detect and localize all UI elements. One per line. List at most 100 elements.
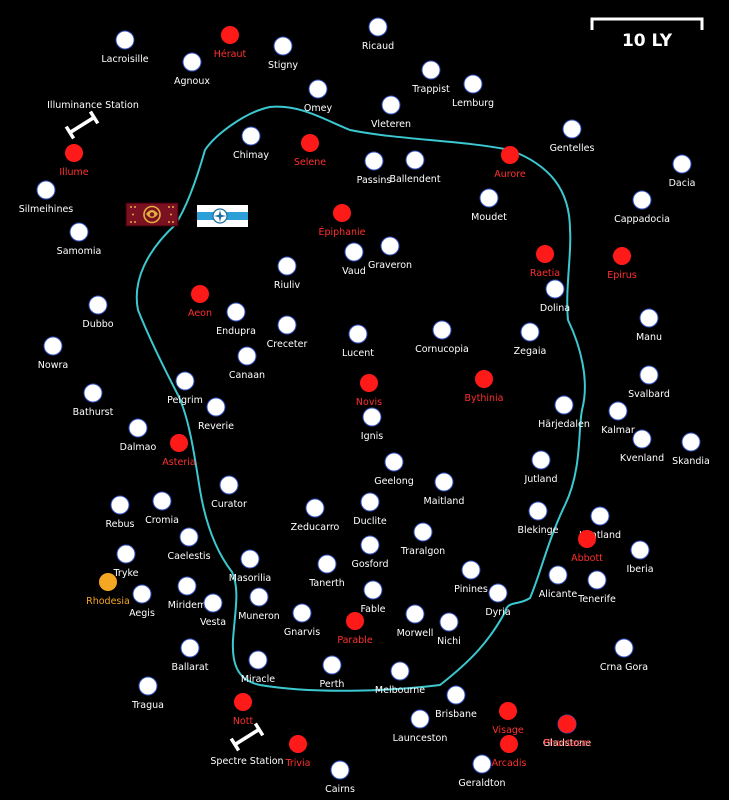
- star-marker[interactable]: [360, 492, 380, 512]
- star-system[interactable]: Blekinge: [517, 501, 559, 536]
- star-system[interactable]: Vaud: [342, 242, 366, 277]
- star-marker[interactable]: [191, 285, 209, 303]
- star-system[interactable]: Duclite: [353, 492, 387, 527]
- star-marker[interactable]: [520, 322, 540, 342]
- star-marker[interactable]: [249, 587, 269, 607]
- star-marker[interactable]: [110, 495, 130, 515]
- star-system[interactable]: Skandia: [672, 432, 710, 467]
- star-system[interactable]: Iberia: [626, 540, 654, 575]
- star-marker[interactable]: [65, 144, 83, 162]
- star-marker[interactable]: [138, 676, 158, 696]
- star-system[interactable]: Tragua: [131, 676, 164, 711]
- star-marker[interactable]: [170, 434, 188, 452]
- star-marker[interactable]: [639, 365, 659, 385]
- star-system[interactable]: Gnarvis: [284, 603, 320, 638]
- star-system[interactable]: Lucent: [342, 324, 374, 359]
- star-system[interactable]: Omey: [304, 79, 333, 114]
- star-system[interactable]: Phantasm: [543, 715, 591, 749]
- star-marker[interactable]: [501, 146, 519, 164]
- star-system[interactable]: Bythinia: [464, 370, 504, 404]
- star-system[interactable]: Ricaud: [362, 17, 394, 52]
- star-marker[interactable]: [240, 549, 260, 569]
- star-system[interactable]: Alicante: [539, 565, 578, 600]
- star-system[interactable]: Gosford: [351, 535, 389, 570]
- star-system[interactable]: Tenerife: [577, 570, 616, 605]
- star-marker[interactable]: [277, 315, 297, 335]
- star-system[interactable]: Héraut: [214, 26, 247, 60]
- star-marker[interactable]: [301, 134, 319, 152]
- star-marker[interactable]: [115, 30, 135, 50]
- star-marker[interactable]: [578, 530, 596, 548]
- star-marker[interactable]: [206, 397, 226, 417]
- star-system[interactable]: Lacroisille: [101, 30, 149, 65]
- star-marker[interactable]: [36, 180, 56, 200]
- star-system[interactable]: Cappadocia: [614, 190, 670, 225]
- star-system[interactable]: Creceter: [267, 315, 308, 350]
- star-system[interactable]: Agnoux: [174, 52, 210, 87]
- star-marker[interactable]: [99, 573, 117, 591]
- star-system[interactable]: Dubbo: [82, 295, 114, 330]
- star-marker[interactable]: [488, 583, 508, 603]
- star-marker[interactable]: [405, 604, 425, 624]
- star-system[interactable]: Nott: [233, 693, 254, 727]
- star-system[interactable]: Kvenland: [620, 429, 664, 464]
- star-marker[interactable]: [446, 685, 466, 705]
- star-marker[interactable]: [346, 612, 364, 630]
- star-marker[interactable]: [380, 236, 400, 256]
- star-marker[interactable]: [363, 580, 383, 600]
- star-system[interactable]: Aeon: [188, 285, 212, 319]
- star-marker[interactable]: [305, 498, 325, 518]
- star-system[interactable]: Dyria: [485, 583, 511, 618]
- star-marker[interactable]: [608, 401, 628, 421]
- star-marker[interactable]: [132, 584, 152, 604]
- star-system[interactable]: Arcadis: [492, 735, 527, 769]
- star-system[interactable]: Selene: [294, 134, 326, 168]
- star-marker[interactable]: [83, 383, 103, 403]
- star-marker[interactable]: [384, 452, 404, 472]
- star-marker[interactable]: [554, 395, 574, 415]
- star-system[interactable]: Cromia: [145, 491, 179, 526]
- star-system[interactable]: Parable: [337, 612, 373, 646]
- star-marker[interactable]: [531, 450, 551, 470]
- star-system[interactable]: Curator: [211, 475, 247, 510]
- star-marker[interactable]: [528, 501, 548, 521]
- star-system[interactable]: Crna Gora: [600, 638, 648, 673]
- star-system[interactable]: Zeducarro: [291, 498, 340, 533]
- star-marker[interactable]: [317, 554, 337, 574]
- star-marker[interactable]: [348, 324, 368, 344]
- star-marker[interactable]: [381, 95, 401, 115]
- star-system[interactable]: Abbott: [571, 530, 603, 564]
- star-marker[interactable]: [322, 655, 342, 675]
- star-system[interactable]: Lemburg: [452, 74, 494, 109]
- star-system[interactable]: Vleteren: [371, 95, 411, 130]
- star-marker[interactable]: [234, 693, 252, 711]
- star-system[interactable]: Rhodesia: [86, 573, 130, 607]
- star-system[interactable]: Rebus: [105, 495, 135, 530]
- star-system[interactable]: Gentelles: [550, 119, 595, 154]
- star-system[interactable]: Dalmao: [120, 418, 157, 453]
- star-marker[interactable]: [461, 560, 481, 580]
- star-marker[interactable]: [536, 245, 554, 263]
- star-marker[interactable]: [410, 709, 430, 729]
- star-system[interactable]: Muneron: [238, 587, 280, 622]
- star-marker[interactable]: [43, 336, 63, 356]
- star-system[interactable]: Maitland: [424, 472, 465, 507]
- star-marker[interactable]: [479, 188, 499, 208]
- star-system[interactable]: Pinines: [454, 560, 488, 595]
- star-system[interactable]: Launceston: [393, 709, 448, 744]
- star-marker[interactable]: [632, 429, 652, 449]
- star-marker[interactable]: [333, 204, 351, 222]
- star-marker[interactable]: [434, 472, 454, 492]
- star-marker[interactable]: [587, 570, 607, 590]
- star-system[interactable]: Geelong: [374, 452, 414, 487]
- star-marker[interactable]: [475, 370, 493, 388]
- star-marker[interactable]: [548, 565, 568, 585]
- star-marker[interactable]: [180, 638, 200, 658]
- star-marker[interactable]: [203, 593, 223, 613]
- star-marker[interactable]: [219, 475, 239, 495]
- star-marker[interactable]: [500, 735, 518, 753]
- star-system[interactable]: Trappist: [411, 60, 450, 95]
- star-system[interactable]: Reverie: [198, 397, 234, 432]
- star-marker[interactable]: [292, 603, 312, 623]
- star-marker[interactable]: [590, 506, 610, 526]
